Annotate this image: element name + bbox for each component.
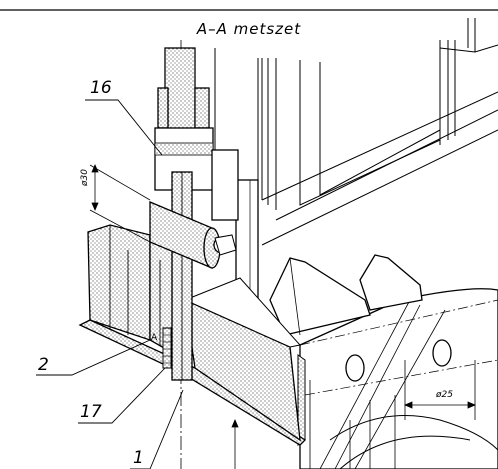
background-frame — [214, 18, 498, 246]
leader-1 — [130, 389, 184, 469]
callout-16: 16 — [90, 78, 112, 98]
dimension-d30 — [89, 163, 151, 243]
dimension-label-d25: ø25 — [436, 390, 453, 400]
leader-lines — [36, 99, 184, 469]
lower-dimension-lines — [231, 380, 396, 469]
dimension-label-d30: ø30 — [80, 169, 90, 186]
leader-17 — [78, 367, 166, 424]
section-title: A–A metszet — [196, 20, 302, 38]
leader-16 — [85, 99, 163, 156]
callout-17: 17 — [80, 402, 102, 422]
dimension-d25 — [403, 360, 477, 420]
callout-1: 1 — [133, 448, 144, 468]
callout-2: 2 — [38, 355, 49, 375]
flange — [297, 288, 498, 469]
leader-2 — [36, 339, 151, 376]
marker-a: A — [151, 333, 158, 343]
horizontal-arm — [149, 201, 237, 269]
